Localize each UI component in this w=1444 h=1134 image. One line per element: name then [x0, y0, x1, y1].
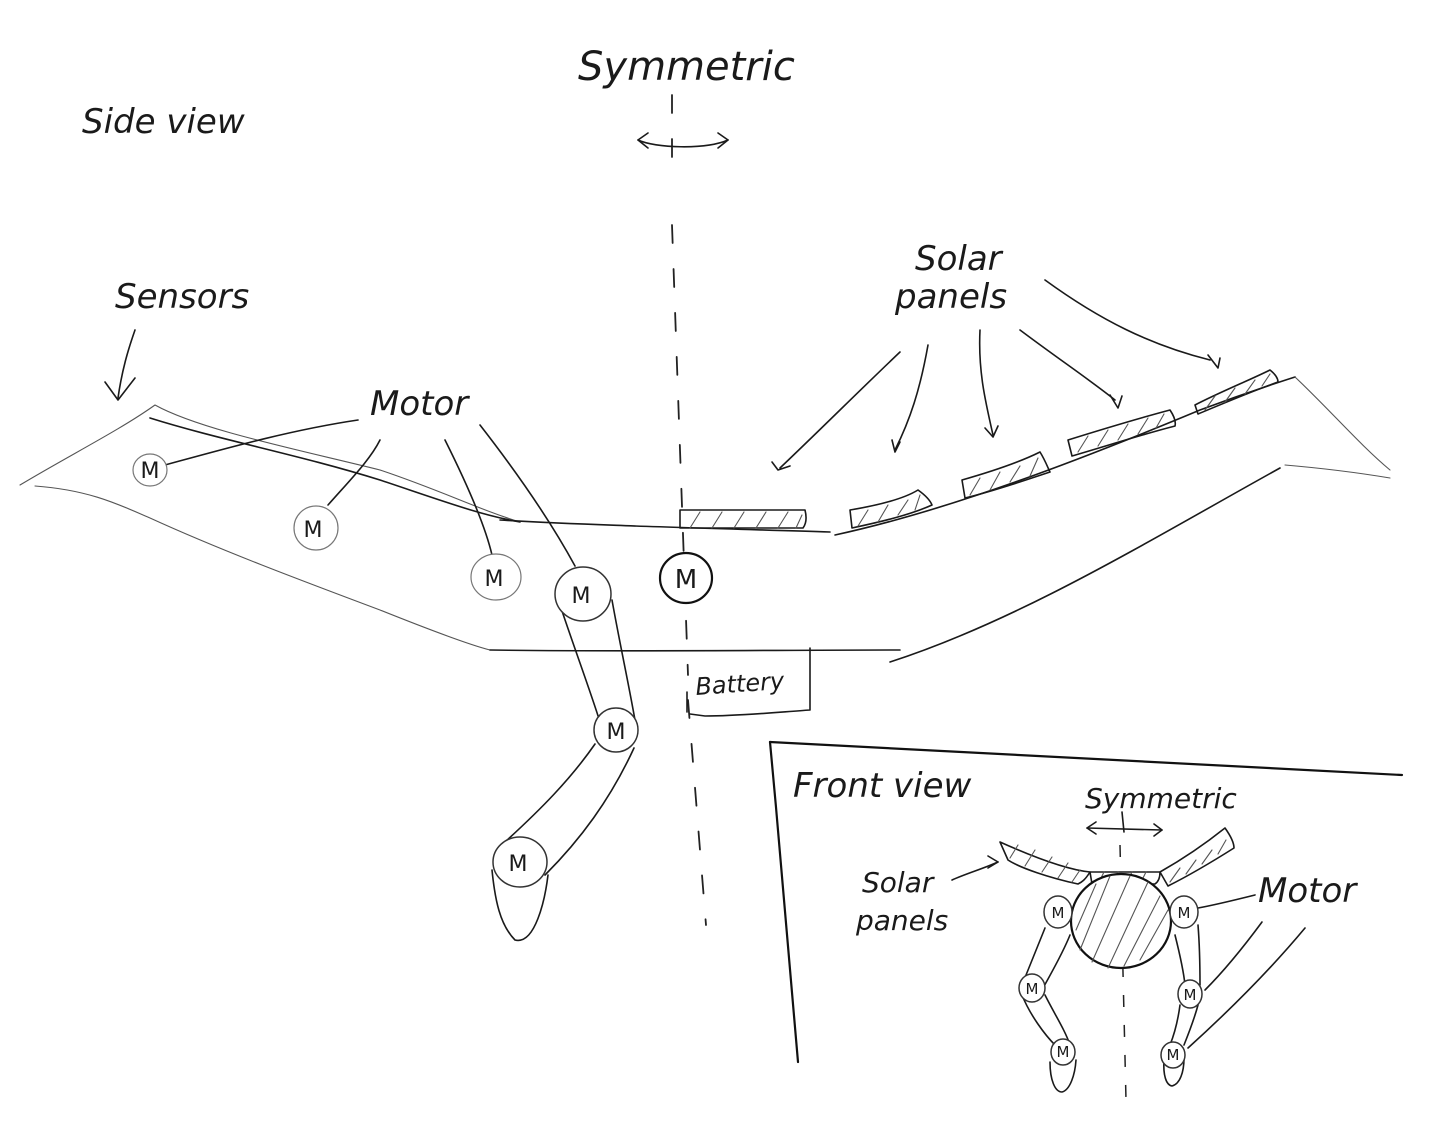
solar-panels-callout: Solar panels [680, 239, 1278, 528]
motor-glyph: M [1184, 986, 1197, 1004]
wing-motor-1: M [133, 454, 167, 486]
solar-panel-5 [1195, 370, 1278, 414]
front-solar-arrow-icon [952, 862, 998, 880]
motor-label: Motor [370, 384, 470, 424]
front-solar-panel-right [1160, 828, 1234, 886]
leg: M M M [492, 567, 638, 940]
motor-glyph: M [572, 584, 591, 609]
wing-motor-2: M [294, 506, 338, 550]
battery: Battery [687, 648, 810, 716]
sensors-label: Sensors [115, 277, 249, 317]
front-torso [1071, 874, 1171, 968]
solar-panel-1 [680, 510, 806, 528]
motor-glyph: M [141, 459, 160, 484]
motor-glyph: M [675, 565, 697, 595]
front-left-shoulder-motor: M [1044, 896, 1072, 928]
wing-motor-3: M [471, 554, 521, 600]
front-left-arm: M M M [1019, 896, 1076, 1092]
motor-glyph: M [509, 852, 528, 877]
center-motor: M [660, 553, 712, 603]
sensors-callout: Sensors [105, 277, 249, 400]
motor-glyph: M [1167, 1046, 1180, 1064]
motor-glyph: M [1026, 980, 1039, 998]
solar-panel-4 [1068, 410, 1175, 456]
wing-body-outline [20, 377, 1390, 662]
solar-panel-2 [850, 490, 932, 528]
front-rotation-arrow-icon [1087, 812, 1162, 836]
rotation-arrow-icon [638, 140, 728, 147]
front-view: Front view Symmetric Solar panels [770, 742, 1402, 1100]
motor-glyph: M [304, 518, 323, 543]
motor-glyph: M [485, 567, 504, 592]
front-right-elbow-motor: M [1178, 980, 1202, 1008]
front-solar-label-line2: panels [855, 904, 948, 937]
leg-motor-knee: M [594, 708, 638, 752]
symmetric-label: Symmetric [578, 44, 795, 90]
front-motor-label: Motor [1258, 871, 1358, 911]
front-view-title: Front view [793, 766, 972, 806]
motor-glyph: M [1057, 1043, 1070, 1061]
motor-glyph: M [607, 720, 626, 745]
solar-label-line2: panels [894, 277, 1007, 317]
leg-motor-ankle: M [493, 837, 547, 887]
front-solar-label-line1: Solar [862, 866, 935, 899]
front-right-shoulder-motor: M [1170, 896, 1198, 928]
front-symmetric-label: Symmetric [1085, 782, 1237, 815]
motor-glyph: M [1052, 904, 1065, 922]
motor-glyph: M [1178, 904, 1191, 922]
front-left-wrist-motor: M [1051, 1039, 1075, 1065]
motor-callout: Motor [165, 384, 575, 566]
leg-motor-hip: M [555, 567, 611, 621]
solar-label-line1: Solar [915, 239, 1004, 279]
side-view-title: Side view [82, 102, 245, 142]
front-right-wrist-motor: M [1161, 1042, 1185, 1068]
front-left-elbow-motor: M [1019, 974, 1045, 1002]
battery-label: Battery [694, 667, 785, 701]
